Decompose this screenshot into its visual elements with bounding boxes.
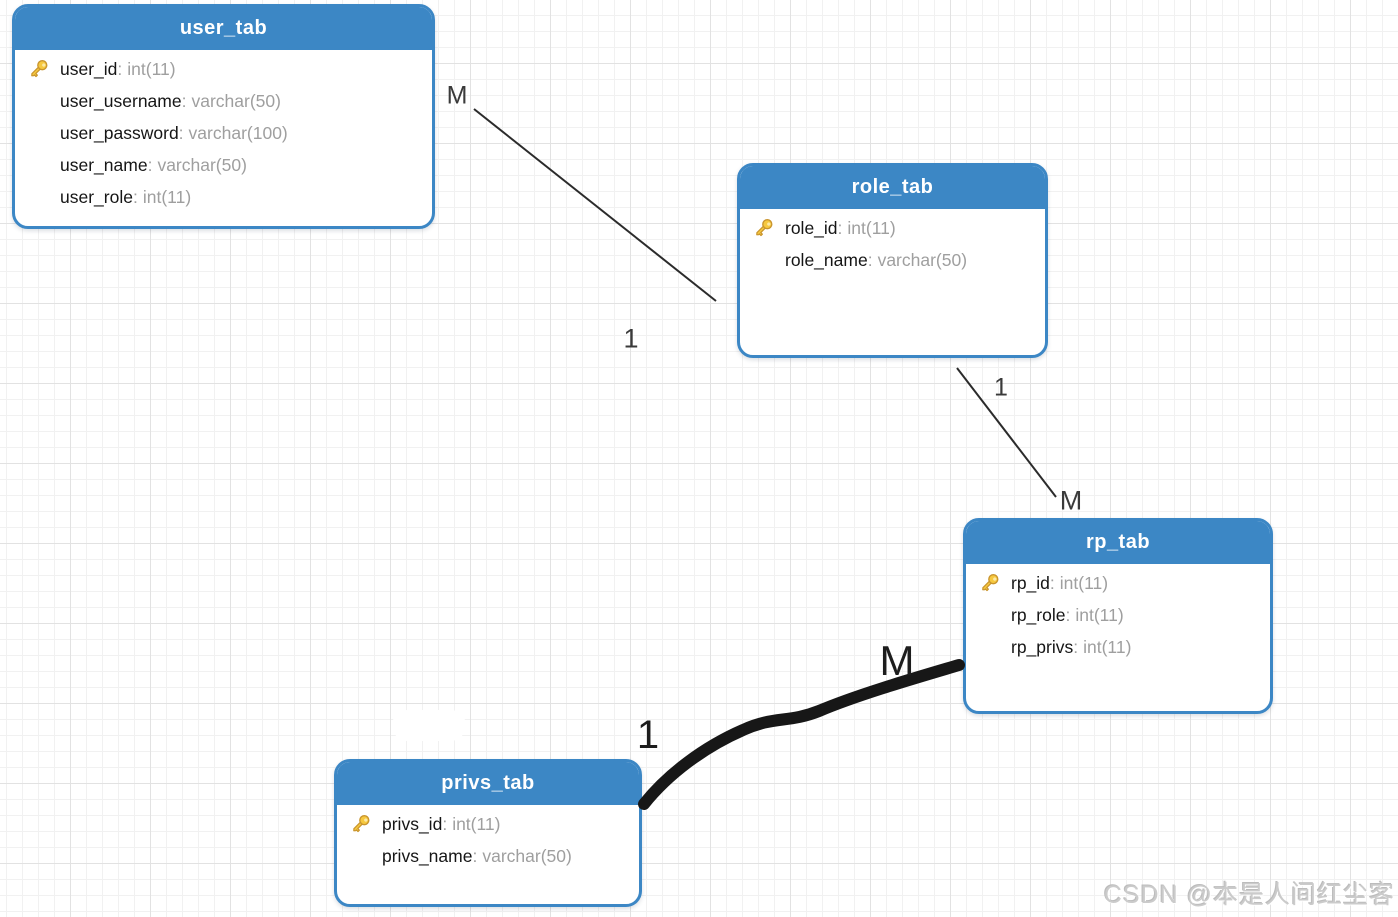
- table-title: privs_tab: [337, 762, 639, 805]
- field-row: privs_name:varchar(50): [337, 840, 639, 872]
- field-row: privs_id:int(11): [337, 808, 639, 840]
- field-row: user_name:varchar(50): [15, 149, 432, 181]
- white-smudge: [392, 710, 466, 741]
- field-row: rp_privs:int(11): [966, 631, 1270, 663]
- table-title: rp_tab: [966, 521, 1270, 564]
- field-separator: :: [442, 813, 448, 834]
- field-type: int(11): [452, 813, 501, 834]
- field-separator: :: [178, 122, 184, 143]
- cardinality-label-1: 1: [636, 713, 660, 757]
- field-name: user_role: [60, 186, 133, 207]
- field-separator: :: [472, 845, 478, 866]
- field-separator: :: [117, 58, 123, 79]
- field-row: user_id:int(11): [15, 53, 432, 85]
- field-type: varchar(100): [188, 122, 288, 143]
- field-name: role_name: [785, 249, 868, 270]
- field-name: user_name: [60, 154, 148, 175]
- field-separator: :: [837, 217, 843, 238]
- field-type: int(11): [1075, 604, 1124, 625]
- field-type: int(11): [1059, 572, 1109, 593]
- table-role-tab[interactable]: role_tab role_id:int(11) role_name:varch…: [737, 163, 1048, 358]
- primary-key-icon: [349, 813, 372, 836]
- field-name: user_password: [60, 122, 179, 143]
- field-type: varchar(50): [191, 90, 281, 111]
- relation-line-user-role[interactable]: [473, 108, 717, 302]
- field-name: role_id: [785, 217, 838, 238]
- field-name: rp_role: [1011, 604, 1066, 625]
- relation-line-privs-rp-thick[interactable]: [638, 659, 965, 810]
- field-separator: :: [132, 186, 138, 207]
- field-type: int(11): [127, 58, 176, 79]
- field-separator: :: [1073, 636, 1079, 657]
- primary-key-icon: [978, 572, 1001, 595]
- table-fields: user_id:int(11) user_username:varchar(50…: [15, 50, 432, 213]
- table-fields: role_id:int(11) role_name:varchar(50): [740, 209, 1045, 276]
- table-privs-tab[interactable]: privs_tab privs_id:int(11) privs_name:va…: [334, 759, 642, 907]
- field-type: int(11): [1083, 636, 1132, 657]
- cardinality-label-m: M: [446, 81, 468, 110]
- field-separator: :: [147, 154, 153, 175]
- field-name: rp_id: [1011, 572, 1050, 593]
- field-separator: :: [867, 249, 873, 270]
- primary-key-icon: [752, 217, 775, 240]
- field-name: user_id: [60, 58, 118, 79]
- cardinality-label-1: 1: [994, 373, 1008, 402]
- table-fields: rp_id:int(11) rp_role:int(11) rp_privs:i…: [966, 564, 1270, 663]
- cardinality-label-1: 1: [623, 323, 639, 354]
- table-title: user_tab: [15, 7, 432, 50]
- field-name: user_username: [60, 90, 182, 111]
- relation-line-role-rp[interactable]: [956, 367, 1057, 498]
- field-row: user_role:int(11): [15, 181, 432, 213]
- field-row: role_id:int(11): [740, 212, 1045, 244]
- field-type: int(11): [847, 217, 896, 238]
- cardinality-label-m: M: [1059, 485, 1083, 516]
- table-title: role_tab: [740, 166, 1045, 209]
- table-fields: privs_id:int(11) privs_name:varchar(50): [337, 805, 639, 872]
- field-row: user_password:varchar(100): [15, 117, 432, 149]
- cardinality-label-m: M: [879, 637, 915, 684]
- field-separator: :: [1049, 572, 1055, 593]
- primary-key-icon: [27, 58, 50, 81]
- field-type: int(11): [142, 186, 192, 207]
- field-name: privs_name: [382, 845, 473, 866]
- field-row: rp_role:int(11): [966, 599, 1270, 631]
- field-row: user_username:varchar(50): [15, 85, 432, 117]
- field-type: varchar(50): [157, 154, 247, 175]
- csdn-watermark: CSDN @本是人间红尘客: [1103, 881, 1395, 909]
- field-separator: :: [1065, 604, 1071, 625]
- field-row: role_name:varchar(50): [740, 244, 1045, 276]
- field-type: varchar(50): [877, 249, 968, 270]
- field-name: rp_privs: [1011, 636, 1074, 657]
- field-type: varchar(50): [482, 845, 572, 866]
- field-name: privs_id: [382, 813, 443, 834]
- field-row: rp_id:int(11): [966, 567, 1270, 599]
- table-rp-tab[interactable]: rp_tab rp_id:int(11) rp_role:int(11) rp_…: [963, 518, 1273, 714]
- table-user-tab[interactable]: user_tab user_id:int(11) user_username:v…: [12, 4, 435, 229]
- field-separator: :: [181, 90, 187, 111]
